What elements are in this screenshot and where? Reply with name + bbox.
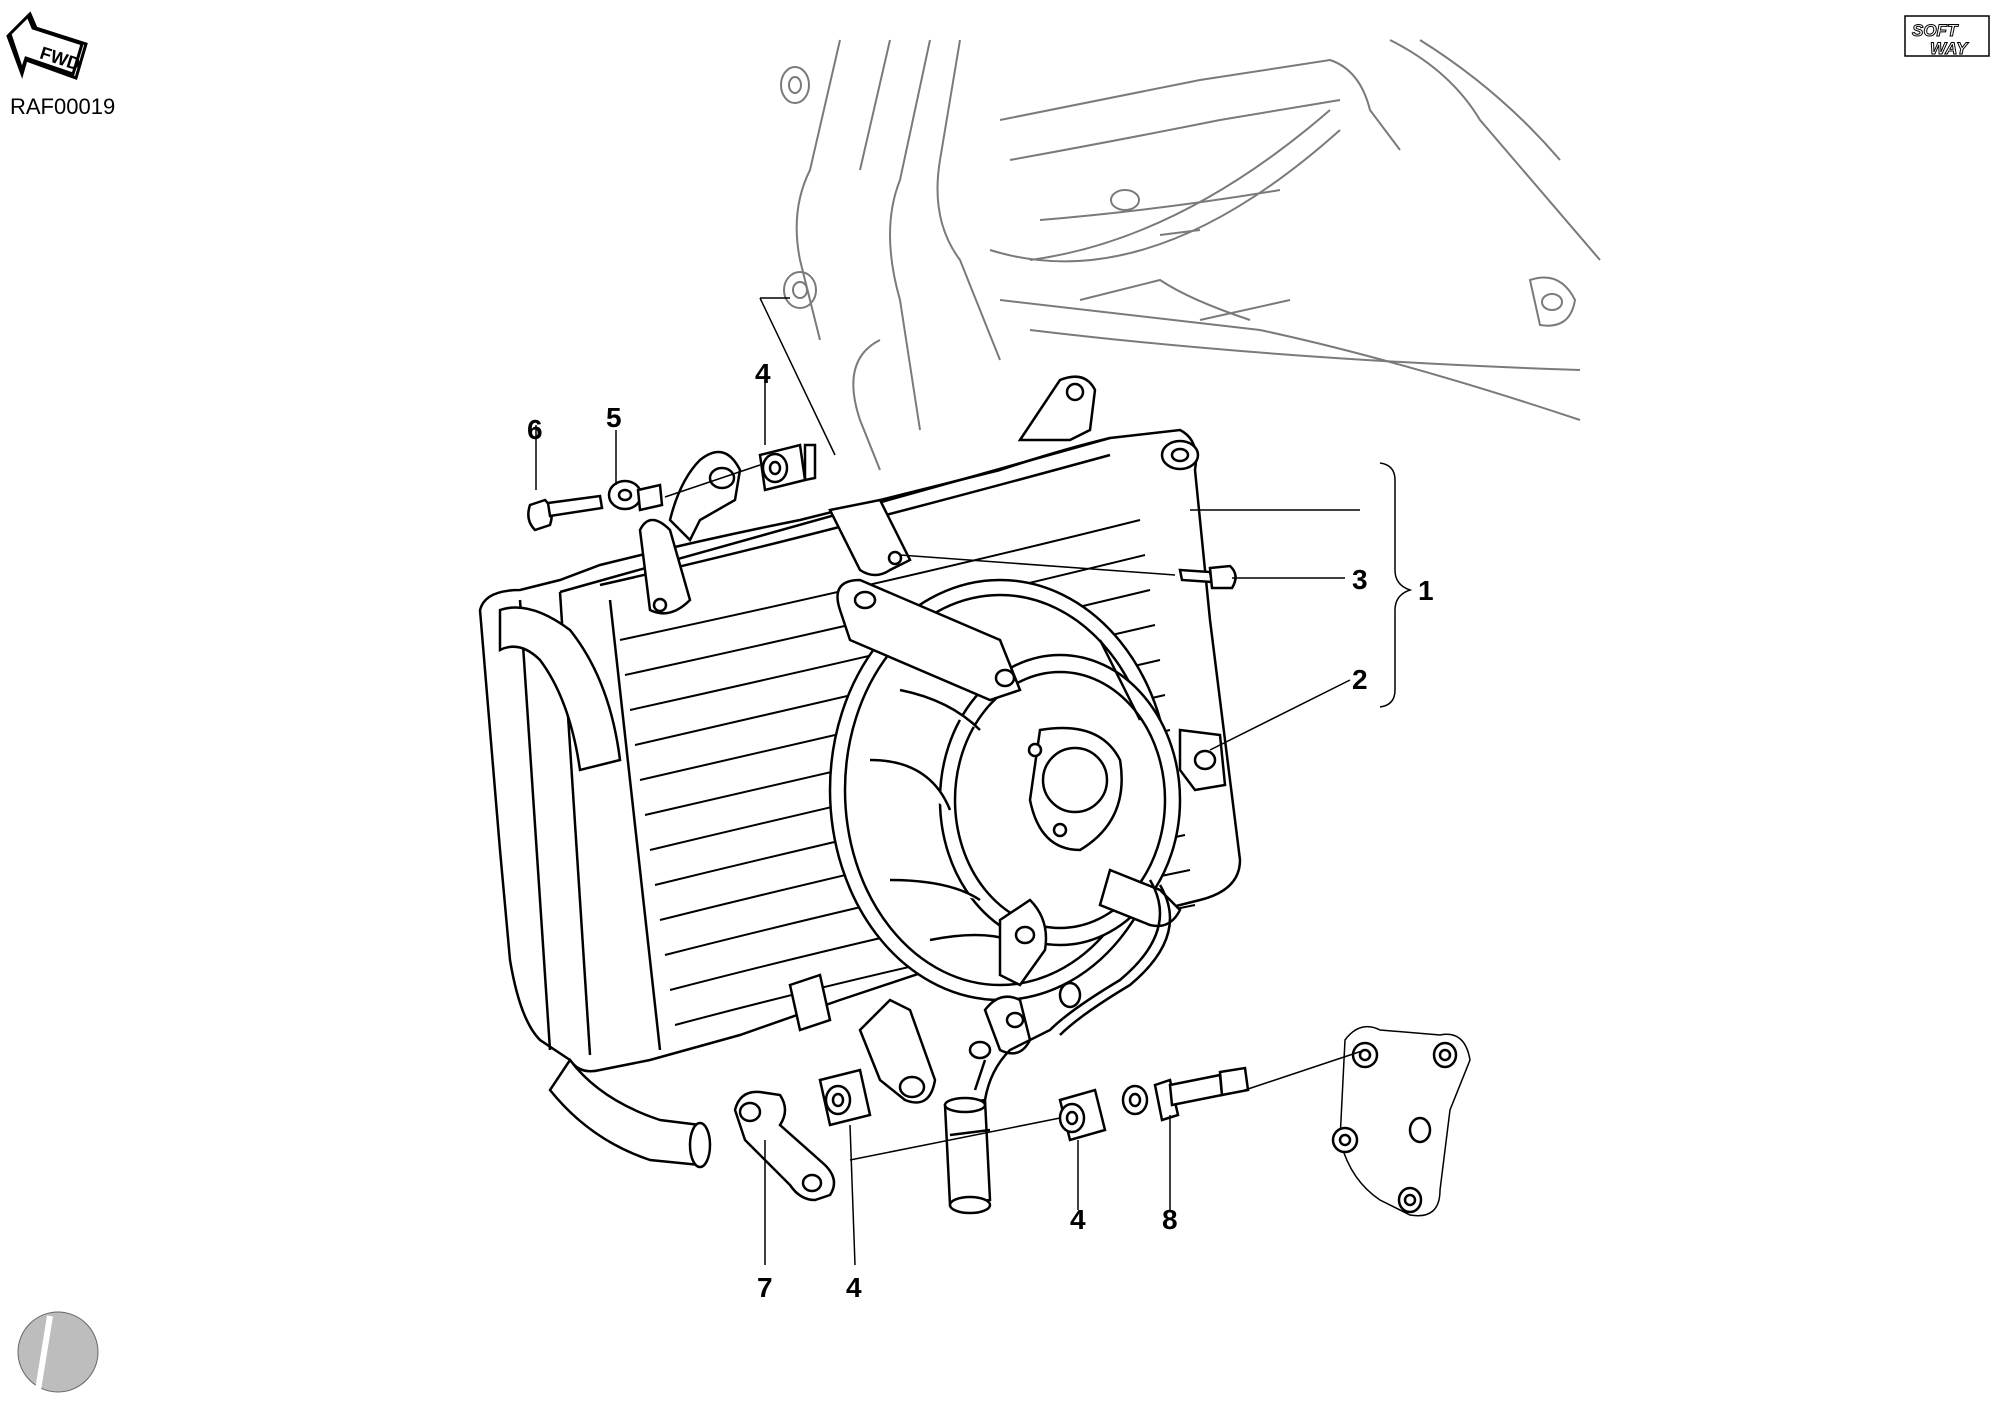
motorcycle-frame bbox=[780, 39, 1601, 471]
callout-4-lower-middle: 4 bbox=[1070, 1204, 1086, 1235]
callout-6: 6 bbox=[527, 414, 543, 445]
leader-lines bbox=[535, 297, 1413, 1266]
bottom-hardware bbox=[733, 1025, 1471, 1217]
fwd-arrow-icon: FWD bbox=[6, 11, 88, 80]
cooling-fan bbox=[828, 578, 1227, 1215]
logo-line1: SOFT bbox=[1912, 21, 1959, 40]
softway-logo: SOFT WAY bbox=[1904, 15, 1990, 59]
callout-4-top: 4 bbox=[755, 358, 771, 389]
part-code: RAF00019 bbox=[10, 94, 116, 119]
callout-5: 5 bbox=[606, 402, 622, 433]
callout-7: 7 bbox=[757, 1272, 773, 1303]
callout-3: 3 bbox=[1352, 564, 1368, 595]
top-hardware bbox=[527, 443, 817, 532]
callout-4-lower-left: 4 bbox=[846, 1272, 862, 1303]
hatched-circle-mark bbox=[17, 1311, 99, 1393]
callout-8: 8 bbox=[1162, 1204, 1178, 1235]
logo-line2: WAY bbox=[1930, 39, 1969, 58]
callout-1: 1 bbox=[1418, 575, 1434, 606]
callout-2: 2 bbox=[1352, 664, 1368, 695]
